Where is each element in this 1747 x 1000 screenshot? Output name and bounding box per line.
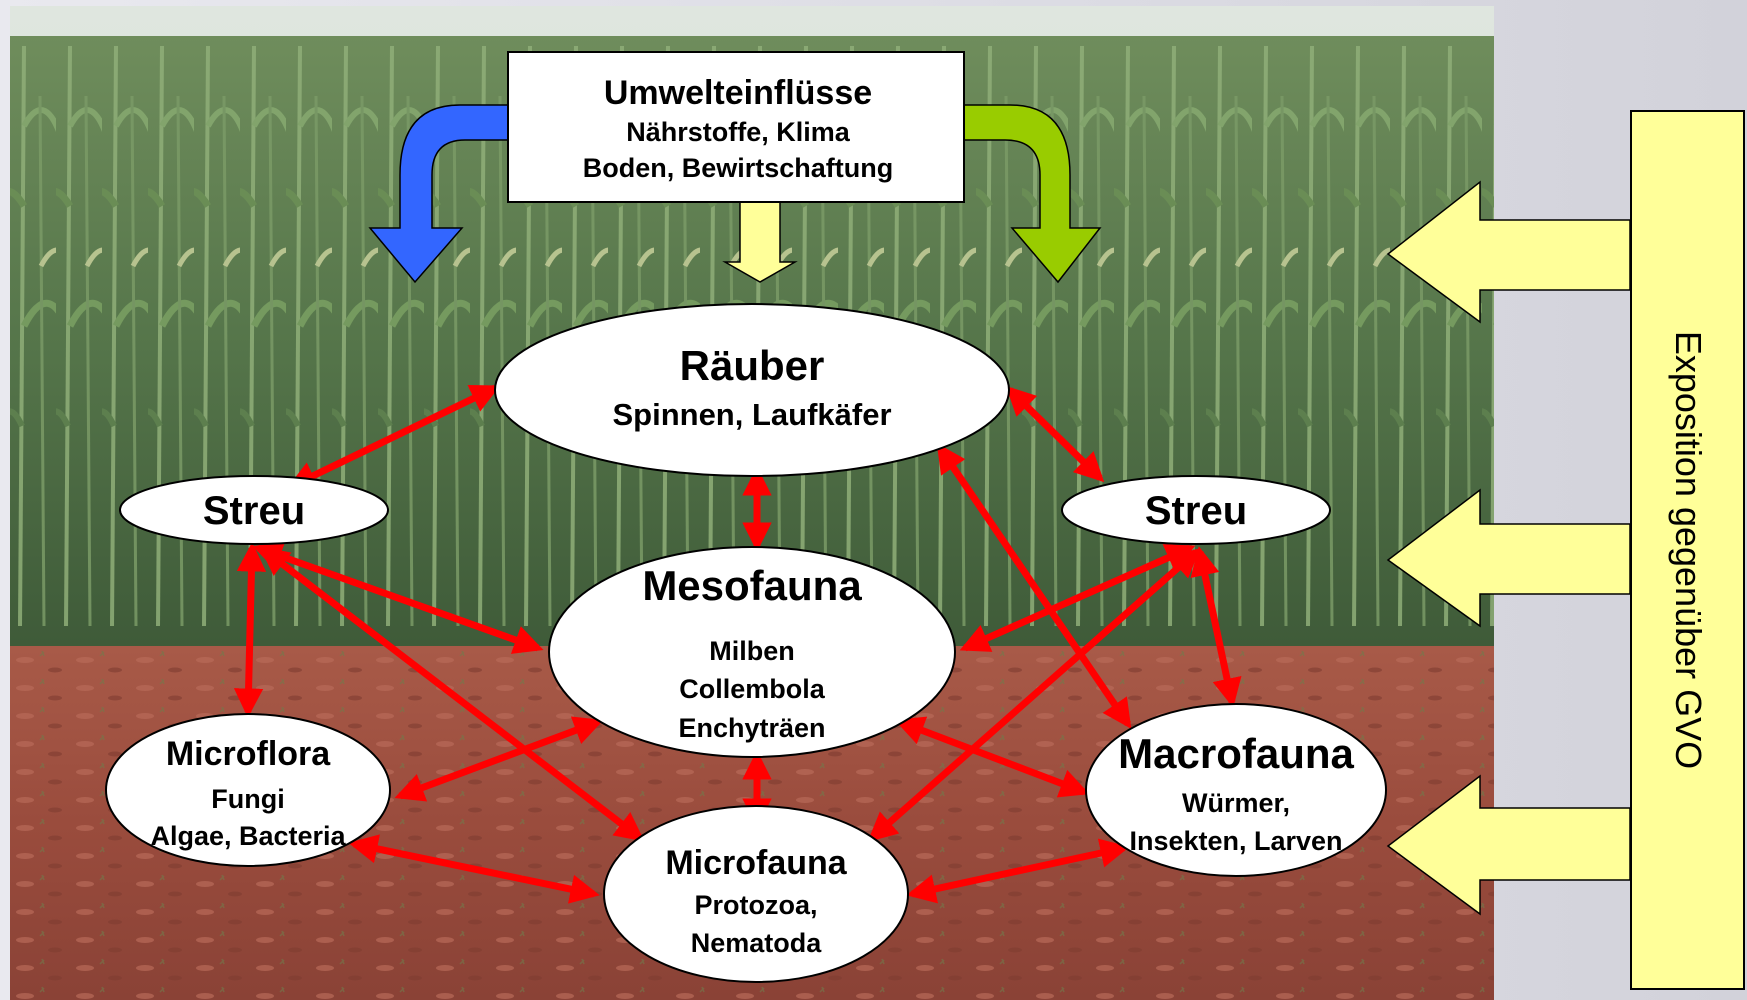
streu-left-label: Streu: [203, 489, 305, 533]
exposure-arrow-middle: [1388, 490, 1630, 626]
mesofauna-sub3: Enchyträen: [678, 713, 825, 743]
microflora-title: Microflora: [166, 735, 331, 773]
macrofauna-title: Macrofauna: [1118, 730, 1354, 777]
macrofauna-sub1: Würmer,: [1182, 788, 1290, 818]
arrow-streu-left-mesofauna: [258, 548, 538, 648]
curved-arrow-left: [370, 105, 508, 282]
exposure-arrows: [1388, 182, 1630, 914]
curved-arrow-right: [962, 105, 1100, 282]
node-raeuber: [495, 304, 1009, 476]
arrow-raeuber-streu-left: [292, 388, 495, 486]
down-arrow-center: [725, 200, 795, 282]
arrow-macrofauna-microfauna: [912, 848, 1124, 894]
raeuber-sub: Spinnen, Laufkäfer: [612, 397, 891, 432]
raeuber-title: Räuber: [680, 342, 825, 389]
macrofauna-sub2: Insekten, Larven: [1129, 826, 1342, 856]
microflora-sub2: Algae, Bacteria: [150, 821, 346, 851]
arrow-microflora-microfauna: [354, 844, 594, 894]
mesofauna-sub1: Milben: [709, 636, 795, 666]
exposure-label: Exposition gegenüber GVO: [1667, 331, 1709, 769]
mesofauna-title: Mesofauna: [642, 562, 862, 609]
mesofauna-sub2: Collembola: [679, 674, 826, 704]
exposure-box: Exposition gegenüber GVO: [1630, 110, 1745, 990]
microfauna-sub2: Nematoda: [691, 928, 823, 958]
microfauna-sub1: Protozoa,: [694, 890, 817, 920]
arrow-streu-right-macrofauna: [1200, 552, 1232, 702]
arrow-streu-right-mesofauna: [965, 548, 1190, 648]
arrow-raeuber-streu-right: [1010, 390, 1100, 478]
exposure-arrow-bottom: [1388, 776, 1630, 914]
exposure-arrow-top: [1388, 182, 1630, 322]
streu-right-label: Streu: [1145, 489, 1247, 533]
top-box-title: Umwelteinflüsse: [604, 74, 872, 112]
microfauna-title: Microfauna: [665, 844, 847, 882]
top-box-line1: Nährstoffe, Klima: [626, 117, 851, 147]
microflora-sub1: Fungi: [211, 784, 284, 814]
top-box-line2: Boden, Bewirtschaftung: [583, 153, 894, 183]
arrow-streu-left-microflora: [248, 548, 252, 712]
